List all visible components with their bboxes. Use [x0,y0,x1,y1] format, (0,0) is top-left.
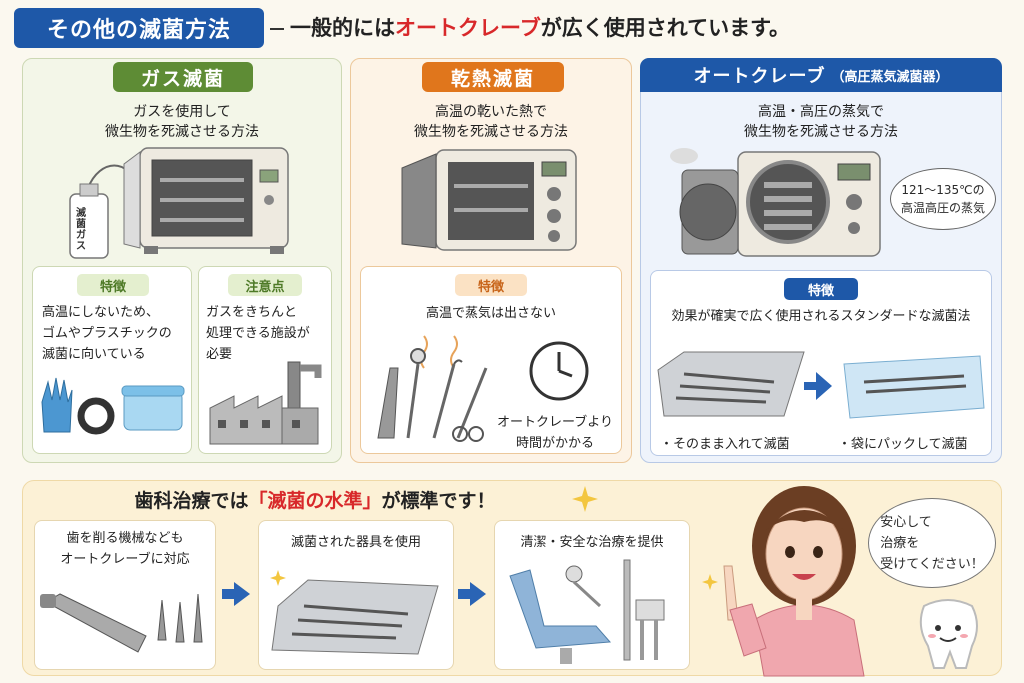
dry-desc-line2: 微生物を死滅させる方法 [414,124,568,140]
autoclave-feature-label: 特徴 [784,278,858,300]
clock-icon [529,341,589,401]
flow-arrow-1-head [234,582,250,606]
speech-line3: 受けてください！ [880,556,984,572]
gas-caution-line3: 必要 [206,347,233,362]
header-text-highlight: オートクレーブ [395,16,541,40]
flow-arrow-2-shaft [458,589,470,599]
gas-feature-label: 特徴 [77,274,149,296]
card1-line1: 歯を削る機械なども [66,531,184,546]
factory-icon [209,361,322,445]
dry-desc-line1: 高温の乾いた熱で [435,104,547,120]
bubble-line1: 121～135℃の [901,183,985,197]
dental-instruments-illustration [377,335,488,442]
dentist-character-illustration [702,486,865,677]
autoclave-description: 高温・高圧の蒸気で 微生物を死滅させる方法 [640,102,1002,142]
gas-caution-line2: 処理できる施設が [206,326,310,341]
banner-title-highlight: 「滅菌の水準」 [248,490,382,512]
dry-heat-oven-illustration [401,149,577,251]
gloves-ring-container-illustration [41,377,185,435]
dental-handpiece-illustration [40,593,203,653]
bubble-line2: 高温高圧の蒸気 [900,201,985,215]
dry-heat-feature-box [360,266,622,454]
speech-line1: 安心して [880,514,932,530]
flow-arrow-1 [222,582,250,606]
handpiece-card-text: 歯を削る機械なども オートクレーブに対応 [34,528,216,570]
header-text-pre: 一般的には [290,16,395,40]
header-text-post: が広く使用されています。 [540,16,791,40]
dry-heat-title: 乾熱滅菌 [422,62,564,92]
tooth-mascot-icon [919,599,978,669]
flow-arrow-2-head [470,582,486,606]
card1-line2: オートクレーブに対応 [60,552,190,567]
autoclave-desc-line1: 高温・高圧の蒸気で [758,104,884,120]
gas-sterilizer-illustration [69,147,289,259]
autoclave-title-main: オートクレーブ [693,66,826,87]
autoclave-illustration [670,148,881,257]
dry-heat-description: 高温の乾いた熱で 微生物を死滅させる方法 [350,102,632,142]
autoclave-title-sub: （高圧蒸気滅菌器） [831,69,949,85]
autoclave-method-pouch: ・袋にパックして滅菌 [838,437,968,452]
gas-desc-line1: ガスを使用して [133,104,231,120]
dry-heat-feature-label: 特徴 [455,274,527,296]
safe-treatment-card-text: 清潔・安全な治療を提供 [520,535,664,550]
header-lead: 一般的にはオートクレーブが広く使用されています。 [290,12,790,42]
dental-chair-illustration [509,559,665,664]
dry-note-line1: オートクレーブより [497,415,613,430]
tray-and-pouch-illustration [657,351,985,419]
gas-feature-text: 高温にしないため、 ゴムやプラスチックの 滅菌に向いている [42,302,188,365]
autoclave-method-direct: ・そのまま入れて滅菌 [660,437,790,452]
sparkle-icon [572,486,598,512]
gas-feature-line1: 高温にしないため、 [42,305,160,320]
autoclave-feature-text: 効果が確実で広く使用されるスタンダードな滅菌法 [671,309,971,324]
gas-description: ガスを使用して 微生物を死滅させる方法 [22,102,342,142]
dry-heat-feature-text: 高温で蒸気は出さない [425,306,556,321]
sterilized-tools-card-text: 滅菌された器具を使用 [290,535,421,550]
gas-feature-line3: 滅菌に向いている [42,347,146,362]
flow-arrow-2 [458,582,486,606]
header-divider [270,28,284,30]
dry-note-line2: 時間がかかる [515,436,594,451]
gas-bottle-label: 滅菌ガス [76,208,86,252]
autoclave-desc-line2: 微生物を死滅させる方法 [744,124,898,140]
section-badge: その他の滅菌方法 [14,8,264,48]
flow-arrow-1-shaft [222,589,234,599]
banner-title-post: が標準です！ [381,490,496,512]
gas-caution-label: 注意点 [228,274,302,296]
gas-caution-text: ガスをきちんと 処理できる施設が 必要 [206,302,330,365]
dry-heat-note: オートクレーブより 時間がかかる [492,412,618,454]
gas-caution-line1: ガスをきちんと [206,305,298,320]
gas-feature-line2: ゴムやプラスチックの [42,326,172,341]
dentist-speech-bubble: 安心して 治療を 受けてください！ [868,498,996,588]
speech-line2: 治療を [880,535,920,551]
instrument-tray-illustration [270,570,439,655]
temperature-callout: 121～135℃の 高温高圧の蒸気 [890,168,996,230]
banner-title-pre: 歯科治療では [134,490,249,512]
gas-title: ガス滅菌 [113,62,253,92]
banner-title: 歯科治療では「滅菌の水準」が標準です！ [30,486,600,513]
gas-desc-line2: 微生物を死滅させる方法 [105,124,259,140]
autoclave-title: オートクレーブ （高圧蒸気滅菌器） [640,58,1002,92]
